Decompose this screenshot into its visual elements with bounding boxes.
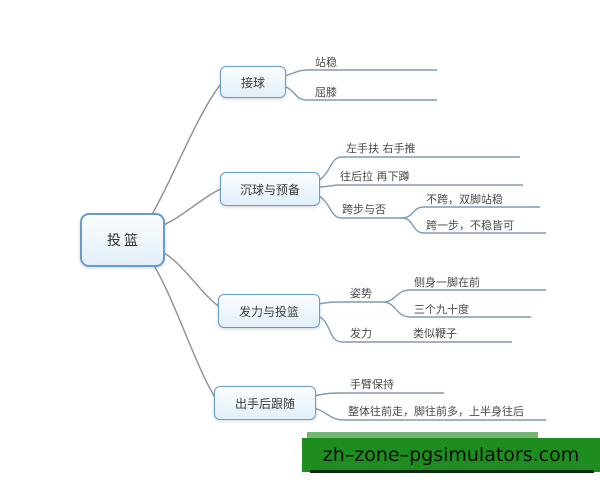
watermark-text: zh–zone–pgsimulators.com xyxy=(322,444,580,466)
branch-node-label: 接球 xyxy=(240,75,265,90)
leaf-like-a-whip[interactable]: 类似鞭子 xyxy=(413,327,457,340)
branch-node-power-and-shoot[interactable]: 发力与投篮 xyxy=(218,294,320,328)
branch-node-label: 沉球与预备 xyxy=(239,182,300,197)
watermark-light-strip xyxy=(307,432,538,443)
leaf-bend-knees[interactable]: 屈膝 xyxy=(315,86,337,99)
leaf-no-step-both-feet-firm[interactable]: 不跨，双脚站稳 xyxy=(426,193,503,206)
branch-node-catch-ball[interactable]: 接球 xyxy=(220,66,286,98)
leaf-body-forward-upper-back[interactable]: 整体往前走，脚往前多，上半身往后 xyxy=(348,405,524,418)
leaf-power[interactable]: 发力 xyxy=(350,327,372,340)
branch-node-follow-through[interactable]: 出手后跟随 xyxy=(214,386,316,420)
watermark-banner: zh–zone–pgsimulators.com xyxy=(302,438,600,472)
root-node-shooting[interactable]: 投篮 xyxy=(80,213,165,267)
watermark-shadow-line xyxy=(310,470,594,473)
root-node-label: 投篮 xyxy=(107,233,141,249)
leaf-one-step-ok[interactable]: 跨一步，不稳皆可 xyxy=(426,219,514,232)
branch-node-dip-and-prepare[interactable]: 沉球与预备 xyxy=(220,172,320,206)
leaf-step-or-not[interactable]: 跨步与否 xyxy=(342,203,386,216)
leaf-stand-firm[interactable]: 站稳 xyxy=(315,56,337,69)
leaf-left-hand-support-right-hand-push[interactable]: 左手扶 右手推 xyxy=(346,142,416,155)
leaf-arm-hold[interactable]: 手臂保持 xyxy=(350,378,394,391)
branch-node-label: 出手后跟随 xyxy=(234,396,295,411)
leaf-pull-back-then-squat[interactable]: 往后拉 再下蹲 xyxy=(340,170,410,183)
leaf-posture[interactable]: 姿势 xyxy=(350,287,372,300)
leaf-side-body-one-foot-forward[interactable]: 侧身一脚在前 xyxy=(414,276,480,289)
leaf-connectors xyxy=(283,69,546,421)
leaf-three-ninety-degrees[interactable]: 三个九十度 xyxy=(414,303,469,316)
branch-node-label: 发力与投篮 xyxy=(238,304,299,319)
